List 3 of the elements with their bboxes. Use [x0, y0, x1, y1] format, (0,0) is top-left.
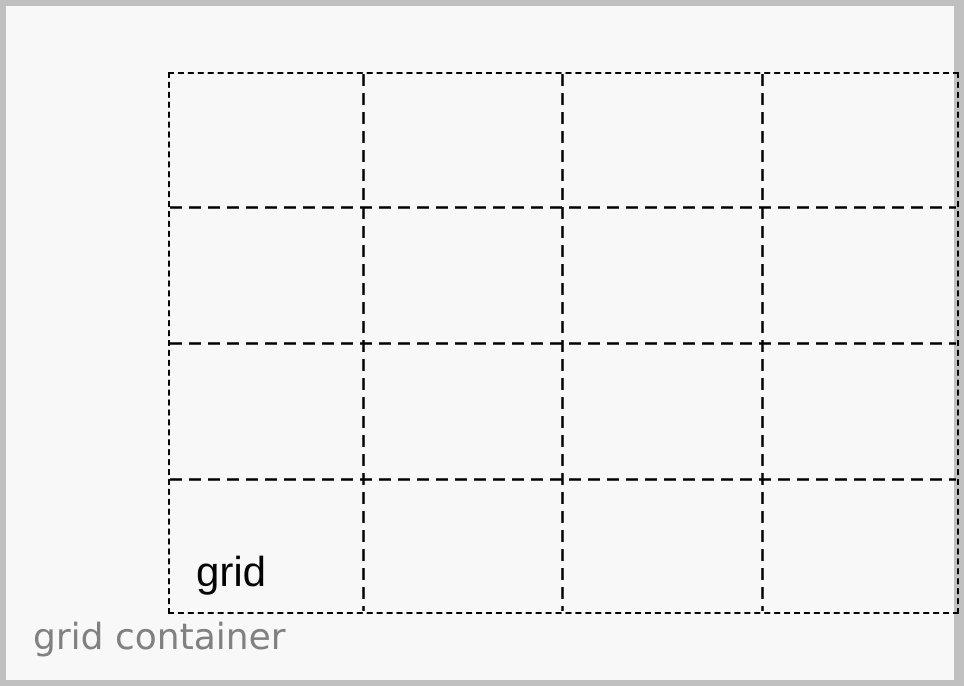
container-label: grid container	[33, 620, 286, 656]
grid-label: grid	[196, 551, 266, 593]
dashed-grid-box	[168, 72, 959, 614]
